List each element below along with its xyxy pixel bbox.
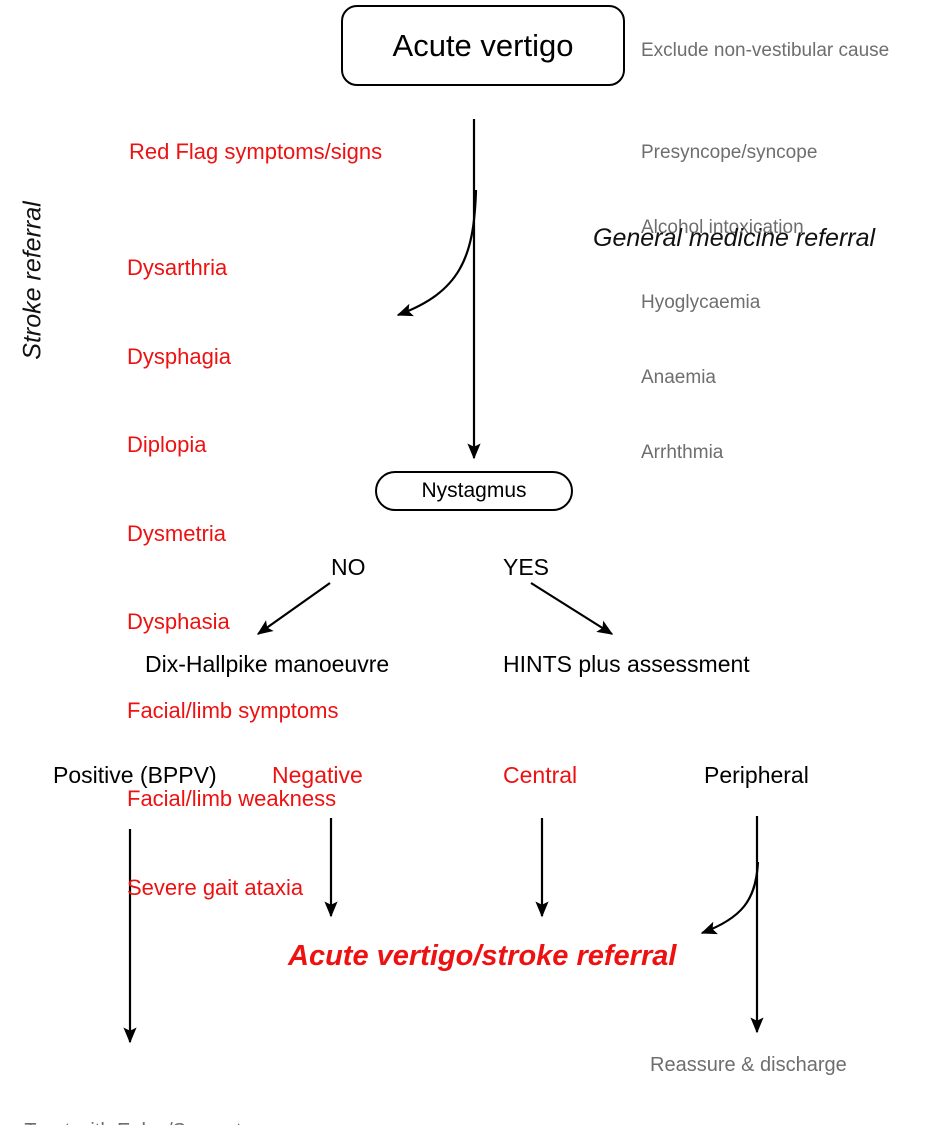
exclude-item: Alcohol intoxication <box>641 217 804 238</box>
connector-peripheral-branch <box>700 861 760 935</box>
branch-label-no: NO <box>331 554 366 580</box>
branch-label-yes: YES <box>503 554 550 580</box>
red-flag-item: Dysphagia <box>127 343 231 369</box>
terminal-treat-epley: Treat with Epley/Semont & discharge <box>8 1064 258 1125</box>
red-flag-item: Facial/limb symptoms <box>127 697 339 723</box>
outcome-negative[interactable]: Negative <box>272 762 363 788</box>
red-flag-item: Facial/limb weakness <box>127 786 337 811</box>
terminal-reassure-discharge: Reassure & discharge <box>650 1054 847 1076</box>
node-nystagmus-label: Nystagmus <box>421 479 527 502</box>
exclude-item: Anaemia <box>641 367 716 388</box>
red-flag-item: Severe gait ataxia <box>127 874 304 900</box>
exclude-heading: Exclude non-vestibular cause <box>641 40 890 61</box>
stroke-referral-vertical-label: Stroke referral <box>18 201 47 360</box>
terminal-acute-vertigo-stroke-referral: Acute vertigo/stroke referral <box>288 940 677 972</box>
exclude-item: Presyncope/syncope <box>641 142 818 163</box>
exclude-list: Presyncope/syncope Alcohol intoxication … <box>641 90 817 515</box>
red-flag-item: Dysmetria <box>127 520 227 546</box>
red-flag-heading: Red Flag symptoms/signs <box>129 139 383 164</box>
outcome-central[interactable]: Central <box>503 762 578 788</box>
node-nystagmus[interactable]: Nystagmus <box>375 471 573 511</box>
terminal-treat-epley-line1: Treat with Epley/Semont <box>8 1118 258 1125</box>
node-acute-vertigo-label: Acute vertigo <box>392 27 574 63</box>
red-flag-item: Dysarthria <box>127 255 228 280</box>
general-medicine-referral-label: General medicine referral <box>593 224 876 252</box>
node-hints-plus[interactable]: HINTS plus assessment <box>503 651 750 677</box>
node-dix-hallpike[interactable]: Dix-Hallpike manoeuvre <box>145 651 390 677</box>
outcome-peripheral[interactable]: Peripheral <box>704 762 809 788</box>
node-acute-vertigo[interactable]: Acute vertigo <box>341 5 625 86</box>
connector-redflag-branch <box>396 189 478 317</box>
connector-yes-branch <box>530 582 614 635</box>
exclude-item: Hyoglycaemia <box>641 292 761 313</box>
red-flag-list: Dysarthria Dysphagia Diplopia Dysmetria … <box>127 194 338 961</box>
exclude-item: Arrhthmia <box>641 442 724 463</box>
red-flag-item: Diplopia <box>127 432 207 457</box>
red-flag-item: Dysphasia <box>127 609 230 634</box>
outcome-positive-bppv[interactable]: Positive (BPPV) <box>53 762 217 788</box>
